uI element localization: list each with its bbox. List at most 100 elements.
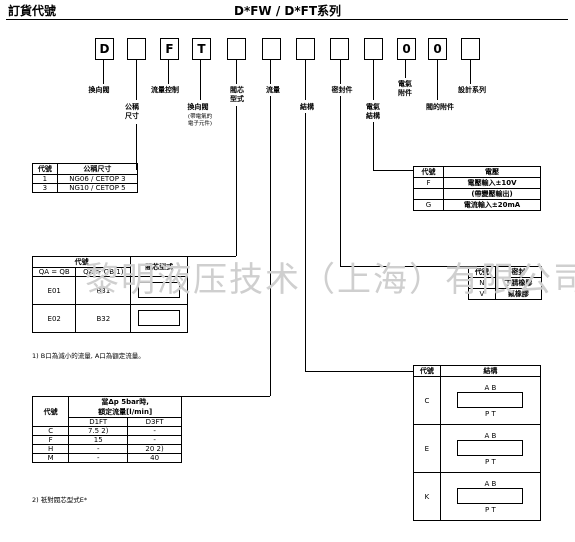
- table-cell: K: [413, 472, 441, 521]
- connector-line: [270, 96, 271, 396]
- code-box: F: [160, 38, 179, 60]
- label-directional-valve-2: 換向閥: [187, 103, 209, 111]
- table-row: (帶變壓輸出): [412, 188, 541, 200]
- label-directional-valve: 換向閥: [88, 86, 110, 94]
- port-label: P T: [485, 505, 496, 514]
- code-box: [227, 38, 246, 60]
- table-cell: H: [31, 444, 70, 454]
- connector-line: [236, 60, 237, 84]
- table-row: K A B P T: [413, 472, 542, 521]
- table-header: 結構: [439, 365, 542, 377]
- code-box: 0: [397, 38, 416, 60]
- code-box: [364, 38, 383, 60]
- table-cell: C: [413, 376, 441, 425]
- spool-symbol: [130, 304, 188, 333]
- table-cell: C: [31, 426, 70, 436]
- connector-line: [437, 60, 438, 100]
- connector-line: [103, 60, 104, 84]
- flow-note: 2) 祇對閥芯型式E*: [32, 496, 88, 504]
- table-subheader: D1FT: [68, 417, 129, 427]
- table-cell: (帶變壓輸出): [443, 188, 541, 200]
- table-row: H-20 2): [31, 444, 182, 454]
- table-header: 代號: [31, 396, 70, 427]
- table-row: M-40: [31, 453, 182, 463]
- table-cell: 20 2): [127, 444, 182, 454]
- table-cell: -: [68, 444, 129, 454]
- series-title: D*FW / D*FT系列: [233, 4, 342, 18]
- table-cell: E: [413, 424, 441, 473]
- connector-line: [373, 170, 413, 171]
- table-cell: 7.5 2): [68, 426, 129, 436]
- label-nominal-size: 公稱 尺寸: [125, 103, 139, 120]
- port-label: A B: [484, 479, 497, 488]
- table-header: 當Δp 5bar時, 額定流量[l/min]: [68, 396, 182, 418]
- connector-line: [136, 60, 137, 100]
- table-cell: M: [31, 453, 70, 463]
- table-cell: F: [31, 435, 70, 445]
- connector-line: [168, 60, 169, 84]
- table-cell: B31: [75, 276, 132, 305]
- code-box: [330, 38, 349, 60]
- label-electrical-connection: 電氣 結構: [366, 103, 380, 120]
- port-label: A B: [484, 383, 497, 392]
- table-cell: 1: [32, 174, 58, 184]
- table-cell: 15: [68, 435, 129, 445]
- size-table-header-size: 公稱尺寸: [56, 163, 139, 175]
- spool-note: 1) B口為減小的流量, A口為額定流量。: [32, 352, 145, 360]
- table-cell: NG10 / CETOP 5: [56, 183, 139, 193]
- connector-line: [340, 266, 468, 267]
- table-cell: 電流輸入±20mA: [443, 199, 541, 211]
- table-header: 代號: [413, 365, 441, 377]
- connector-line: [340, 60, 341, 84]
- connector-line: [182, 396, 270, 397]
- code-box: 0: [428, 38, 447, 60]
- table-cell: E01: [31, 276, 77, 305]
- code-box: [127, 38, 146, 60]
- label-design-series: 設計系列: [458, 86, 486, 94]
- connector-line: [270, 60, 271, 84]
- label-flow-control: 流量控制: [151, 86, 179, 94]
- table-cell: 氟橡膠: [494, 288, 543, 300]
- table-cell: 電壓輸入±10V: [443, 177, 541, 189]
- port-label: A B: [484, 431, 497, 440]
- connector-line: [236, 106, 237, 256]
- connector-line: [305, 371, 413, 372]
- code-box: [296, 38, 315, 60]
- label-electrical-accessory: 電氣 附件: [398, 80, 412, 97]
- size-table-header-code: 代號: [32, 163, 58, 175]
- label-flow: 流量: [266, 86, 280, 94]
- header-rule: [6, 19, 568, 20]
- connector-line: [340, 96, 341, 266]
- code-box: [461, 38, 480, 60]
- order-code-title: 訂貨代號: [8, 4, 57, 18]
- label-valve-accessory: 閥的附件: [426, 103, 454, 111]
- table-cell: -: [68, 453, 129, 463]
- structure-symbol: A B P T: [439, 472, 542, 521]
- table-cell: 3: [32, 183, 58, 193]
- connector-line: [373, 60, 374, 100]
- table-cell: G: [412, 199, 445, 211]
- table-subheader: D3FT: [127, 417, 182, 427]
- table-header: 電壓: [443, 166, 541, 178]
- table-cell: E02: [31, 304, 77, 333]
- label-spool-type: 閥芯 型式: [230, 86, 244, 103]
- code-box: T: [192, 38, 211, 60]
- code-box: D: [95, 38, 114, 60]
